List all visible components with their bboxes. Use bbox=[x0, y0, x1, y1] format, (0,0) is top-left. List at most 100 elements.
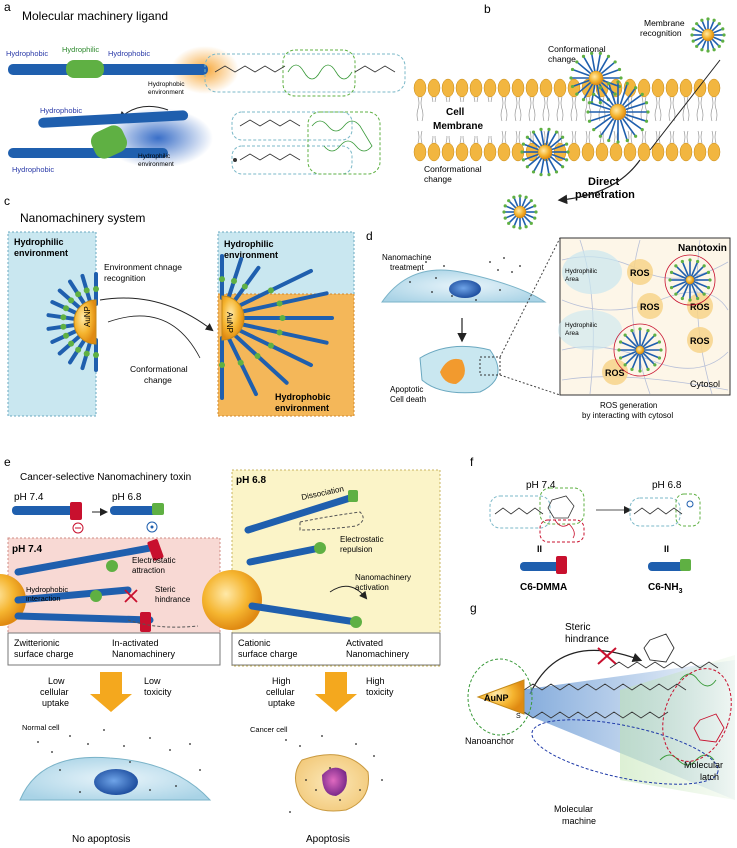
np-penetrating-tip bbox=[625, 81, 629, 86]
apoptotic-nucleus bbox=[440, 358, 465, 384]
cationic-1: Cationic bbox=[238, 638, 271, 648]
lipid-head-bottom bbox=[651, 142, 665, 162]
nanomachine-dot bbox=[189, 743, 191, 745]
normal-cell-dots bbox=[37, 729, 201, 793]
nanomachine-dot bbox=[511, 271, 513, 273]
hydrophobic-right-2: environment bbox=[275, 403, 329, 413]
e-ligand-ph74 bbox=[14, 544, 154, 576]
np-conf-top-tip bbox=[590, 51, 594, 55]
f-chain-left bbox=[494, 507, 544, 515]
lipid-head-top bbox=[707, 78, 721, 98]
g-steric-arrow bbox=[529, 649, 643, 695]
np-conf-top-tip bbox=[570, 67, 575, 72]
ligand-chain-bottom-upper bbox=[38, 110, 189, 128]
e-ligand-ph68 bbox=[248, 602, 360, 626]
lipid-head-bottom bbox=[581, 142, 595, 162]
lipid-tail bbox=[585, 130, 588, 144]
np-conf-top-tip bbox=[569, 76, 573, 80]
c-hydrophilic-right bbox=[254, 353, 261, 360]
hydrophilic-segment bbox=[66, 60, 104, 78]
lipid-tail bbox=[514, 96, 518, 122]
hydrophilic-right-2: environment bbox=[224, 250, 278, 260]
nanotoxin-a-tip bbox=[702, 292, 706, 296]
np-conf-bottom-tip bbox=[539, 173, 543, 177]
steric-cross-e bbox=[124, 589, 138, 603]
f-eq-left: II bbox=[537, 544, 542, 554]
np-penetrating-ligand bbox=[599, 87, 614, 106]
ligand-chain-top bbox=[8, 64, 208, 75]
np-conf-bottom-tip bbox=[539, 127, 543, 131]
np-conf-top-tip bbox=[617, 67, 622, 72]
inactivated-2: Nanomachinery bbox=[112, 649, 176, 659]
c-ligand-right bbox=[231, 332, 289, 385]
ligands-ph74 bbox=[14, 539, 199, 632]
nanomachine-dot bbox=[489, 261, 491, 263]
normal-nucleus bbox=[94, 769, 138, 795]
nanotoxin-b-tip bbox=[630, 328, 634, 333]
alkyl-chain-bottom-1 bbox=[239, 119, 301, 127]
np-exit-ligand bbox=[504, 213, 515, 219]
np-conf-top-core bbox=[588, 70, 604, 86]
treatment-1: Nanomachine bbox=[382, 253, 432, 262]
alkyl-chain-top-right bbox=[354, 65, 396, 73]
f-positive bbox=[686, 500, 694, 508]
apoptosis-label: Apoptosis bbox=[306, 834, 350, 845]
np-conf-bottom-ligand bbox=[545, 129, 550, 146]
c-ligand-right bbox=[239, 322, 329, 345]
death-1: Apoptotic bbox=[390, 385, 423, 394]
c6-nh3-main: C6-NH bbox=[648, 582, 679, 593]
np-conf-top-tip bbox=[570, 84, 575, 89]
np-recognition-tip bbox=[717, 44, 721, 48]
nanotoxin-b-ligand bbox=[640, 353, 649, 370]
np-exit-tip bbox=[524, 195, 528, 199]
activation-2: activation bbox=[355, 583, 389, 592]
g-hydrophilic-chain bbox=[679, 673, 717, 687]
nanotoxin-b-tip bbox=[659, 348, 663, 352]
low-uptake-1: Low bbox=[48, 676, 65, 686]
lipid-head-top bbox=[441, 78, 455, 98]
c-hydrophilic-left bbox=[68, 340, 75, 347]
low-uptake-3: uptake bbox=[42, 698, 69, 708]
c-hydrophilic-left bbox=[60, 314, 67, 321]
c-ligand-right bbox=[239, 291, 329, 314]
molecule-box-bottom-2 bbox=[231, 145, 353, 175]
nanomachine-dot bbox=[321, 735, 323, 737]
np-exit-tip bbox=[507, 221, 511, 225]
c-hydrophilic-left bbox=[93, 352, 99, 358]
np-conf-top-tip bbox=[581, 98, 586, 102]
nanomachine-dots bbox=[409, 257, 521, 301]
ros-label: ROS bbox=[640, 302, 660, 312]
ros-blob bbox=[627, 259, 653, 285]
nanomachine-dot bbox=[381, 779, 383, 781]
lipid-head-bottom bbox=[623, 142, 637, 162]
panel-e-title: Cancer-selective Nanomachinery toxin bbox=[20, 472, 191, 483]
label-hydrophobic-4: Hydrophobic bbox=[12, 165, 54, 174]
conformational-top-2: change bbox=[548, 54, 576, 64]
lipid-tail bbox=[697, 130, 700, 144]
lipid-tail bbox=[584, 96, 588, 122]
nanotoxin-b-ligand bbox=[620, 350, 637, 359]
np-exit-tip bbox=[512, 195, 516, 199]
normal-cell-label: Normal cell bbox=[22, 723, 60, 732]
lipid-tail bbox=[588, 130, 591, 144]
nanotoxin-a-tip bbox=[696, 296, 700, 301]
panel-a: a Molecular machinery ligand Hydrophobic… bbox=[4, 0, 406, 175]
conformational-top-1: Conformational bbox=[548, 44, 606, 54]
aunp-ligands-right: AuNP bbox=[219, 254, 334, 400]
f-ring-left bbox=[547, 495, 575, 519]
cell-nucleus bbox=[449, 280, 481, 298]
np-exit-tip bbox=[518, 194, 522, 198]
lipid-tail bbox=[560, 96, 564, 122]
np-conf-top-ligand bbox=[582, 55, 594, 73]
c-hydrophilic-right bbox=[241, 283, 248, 290]
c-hydrophilic-right bbox=[219, 362, 225, 368]
np-conf-bottom-core bbox=[537, 144, 553, 160]
c-hydrophilic-right bbox=[219, 276, 225, 283]
np-exit-ligand bbox=[513, 217, 519, 228]
nanotoxin-a-ligand bbox=[690, 283, 699, 299]
aunp-right-label: AuNP bbox=[225, 312, 234, 333]
np-recognition-core bbox=[701, 28, 715, 42]
np-conf-bottom-ligand bbox=[526, 136, 541, 149]
zoom-region bbox=[479, 356, 501, 376]
